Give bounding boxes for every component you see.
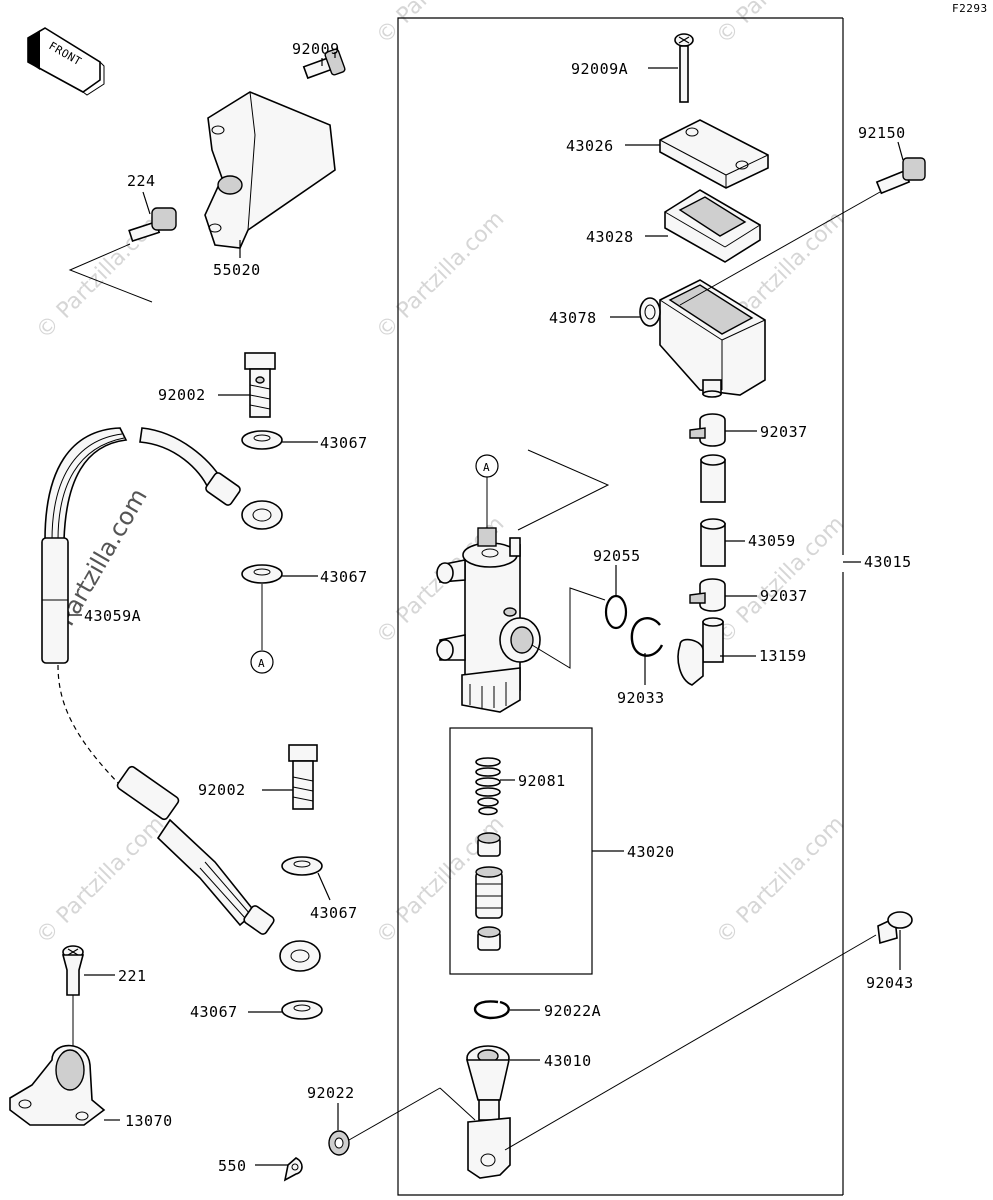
label-221: 221	[118, 967, 147, 985]
reservoir-43078-icon	[639, 279, 766, 398]
label-43059a: 43059A	[84, 607, 141, 625]
screw-221-icon	[61, 945, 85, 1080]
washer-43067-icon	[241, 564, 283, 584]
label-92081: 92081	[518, 772, 566, 790]
spring-92081-icon	[475, 757, 501, 816]
front-arrow-icon: FRONT	[27, 27, 105, 96]
label-43078: 43078	[549, 309, 597, 327]
washer-92022-icon	[328, 1130, 350, 1156]
label-92009a: 92009A	[571, 60, 628, 78]
bolt-92150-icon	[875, 157, 926, 195]
label-43010: 43010	[544, 1052, 592, 1070]
label-92037: 92037	[760, 423, 808, 441]
label-13159: 13159	[759, 647, 807, 665]
circlip-92033-icon	[630, 617, 664, 657]
brake-hose-43059a-icon	[41, 427, 321, 972]
watermark: © Partzilla.com	[712, 812, 850, 950]
label-92022a: 92022A	[544, 1002, 601, 1020]
label-92022: 92022	[307, 1084, 355, 1102]
svg-text:A: A	[483, 461, 490, 474]
seal-icon	[477, 926, 501, 951]
washer-43067-icon	[241, 430, 283, 450]
label-43067: 43067	[320, 568, 368, 586]
label-43067: 43067	[320, 434, 368, 452]
assembly-bracket	[397, 17, 843, 1196]
label-55020: 55020	[213, 261, 261, 279]
cap-43026-icon	[659, 119, 769, 189]
hose-43059-icon	[700, 454, 726, 503]
elbow-13159-icon	[677, 617, 724, 686]
hose-clamp-92037-icon	[689, 413, 726, 447]
part-labels: 92009 224 55020 92002 43067 43067 43059A…	[84, 40, 914, 1175]
clamp-13070-icon	[9, 1044, 106, 1126]
watermark: © Partzilla.com	[372, 207, 510, 345]
label-43020: 43020	[627, 843, 675, 861]
ref-marker-a-icon: A	[475, 454, 499, 478]
hose-clamp-92037-icon	[689, 578, 726, 612]
label-43015: 43015	[864, 553, 912, 571]
o-ring-92055-icon	[604, 594, 628, 630]
watermark: © Partzilla.com	[712, 0, 850, 49]
label-43059: 43059	[748, 532, 796, 550]
label-92055: 92055	[593, 547, 641, 565]
label-43026: 43026	[566, 137, 614, 155]
pin-92043-icon	[877, 911, 913, 945]
ref-marker-a-icon: A	[250, 650, 274, 674]
figure-code: F2293	[952, 2, 988, 15]
screw-92009a-icon	[674, 33, 694, 103]
label-92002: 92002	[198, 781, 246, 799]
label-92043: 92043	[866, 974, 914, 992]
label-13070: 13070	[125, 1112, 173, 1130]
label-550: 550	[218, 1157, 247, 1175]
watermark: © Partzilla.com	[32, 812, 170, 950]
label-92002: 92002	[158, 386, 206, 404]
label-92033: 92033	[617, 689, 665, 707]
cotter-pin-550-icon	[283, 1157, 303, 1182]
bracket-55020-icon	[204, 91, 336, 249]
hose-43059-icon	[700, 518, 726, 567]
label-43028: 43028	[586, 228, 634, 246]
label-92150: 92150	[858, 124, 906, 142]
washer-43067-icon	[281, 856, 323, 876]
piston-icon	[475, 866, 503, 919]
label-224: 224	[127, 172, 156, 190]
leader-lines	[68, 58, 904, 1166]
watermark: © Partzilla.com	[372, 0, 510, 49]
diaphragm-43028-icon	[664, 189, 761, 263]
bolt-92009-icon	[302, 48, 346, 80]
piston-cup-icon	[477, 832, 501, 857]
bolt-224-icon	[128, 207, 177, 243]
banjo-bolt-92002-icon	[244, 352, 276, 418]
master-cylinder-body-icon	[436, 527, 541, 713]
svg-text:A: A	[258, 657, 265, 670]
push-rod-43010-icon	[465, 1045, 511, 1179]
label-92037: 92037	[760, 587, 808, 605]
label-43067: 43067	[190, 1003, 238, 1021]
circlip-92022a-icon	[473, 1000, 510, 1020]
washer-43067-icon	[281, 1000, 323, 1020]
label-43067: 43067	[310, 904, 358, 922]
banjo-bolt-92002-icon	[288, 744, 318, 810]
label-92009: 92009	[292, 40, 340, 58]
